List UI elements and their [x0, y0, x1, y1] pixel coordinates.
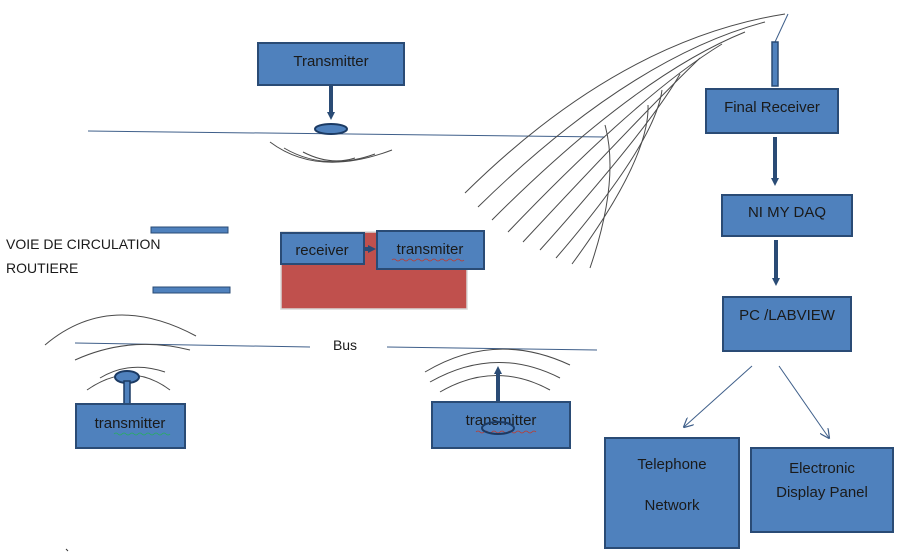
vehicle-transmitter-label: transmiter: [397, 241, 464, 258]
final-receiver-node: Final Receiver: [705, 13, 839, 134]
lane-marker-lower: [152, 286, 231, 294]
arrow-pc-to-telephone: [684, 365, 753, 427]
lane-marker-upper: [150, 226, 229, 234]
transmitter-left-box: [75, 403, 186, 449]
transmitter-top-sensor: [314, 123, 348, 135]
pc-labview-label: PC /LABVIEW: [739, 307, 836, 324]
transmitter-top-label: Transmitter: [293, 53, 368, 70]
vehicle-receiver-box: [280, 232, 365, 265]
ni-mydaq-node: NI MY DAQ: [721, 194, 853, 237]
pc-labview-node: PC /LABVIEW: [722, 296, 852, 352]
bus-label: Bus: [333, 337, 357, 353]
road-line-lower-right: [386, 346, 598, 351]
vehicle-receiver-label: receiver: [295, 242, 348, 259]
display-panel-label-1: Electronic: [789, 460, 855, 477]
stray-mark: [65, 548, 69, 552]
vehicle-transmitter-box: [376, 230, 485, 270]
transmitter-left-mast: [123, 380, 131, 406]
transmitter-right-box: [431, 401, 571, 449]
display-panel-node: Electronic Display Panel: [750, 447, 894, 533]
transmitter-left-node: transmitter: [44, 314, 197, 449]
transmitter-right-node: transmitter: [424, 348, 571, 449]
final-receiver-label: Final Receiver: [724, 99, 820, 116]
transmitter-right-sensor: [481, 421, 515, 435]
vehicle-node: receiver transmiter: [280, 230, 485, 310]
display-panel-label-2: Display Panel: [776, 484, 868, 501]
telephone-network-node: Telephone Network: [604, 437, 740, 549]
antenna-tip: [774, 13, 789, 43]
display-panel-box: [750, 447, 894, 533]
transmitter-top-node: Transmitter: [257, 42, 405, 163]
final-receiver-box: [705, 88, 839, 134]
transmitter-left-label: transmitter: [95, 415, 166, 432]
ni-mydaq-label: NI MY DAQ: [748, 204, 826, 221]
arrow-pc-to-display: [778, 365, 829, 438]
road-label-line-1: VOIE DE CIRCULATION: [6, 236, 161, 252]
antenna-mast: [771, 41, 779, 87]
telephone-network-label-2: Network: [644, 497, 700, 514]
ni-mydaq-box: [721, 194, 853, 237]
road-line-upper: [87, 130, 606, 138]
road-label-line-2: ROUTIERE: [6, 260, 78, 276]
road-line-lower-left: [74, 342, 311, 348]
transmitter-right-label: transmitter: [466, 412, 537, 429]
radio-wave-fan: [464, 13, 786, 269]
pc-labview-box: [722, 296, 852, 352]
telephone-network-label-1: Telephone: [637, 456, 706, 473]
transmitter-top-box: [257, 42, 405, 86]
telephone-network-box: [604, 437, 740, 549]
